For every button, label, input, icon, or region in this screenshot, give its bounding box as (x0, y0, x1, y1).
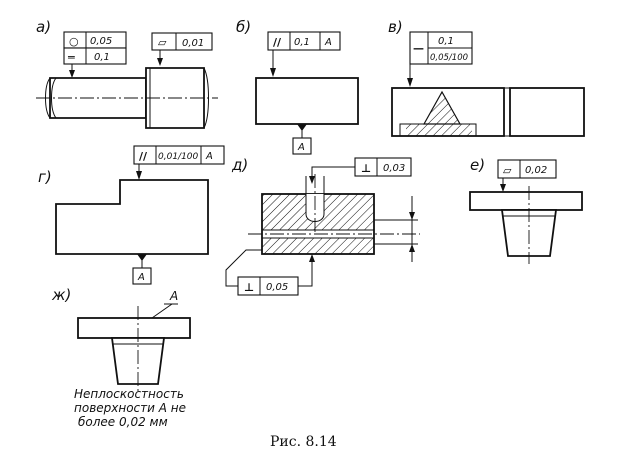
perpendicularity-symbol-bottom: ⊥ (244, 281, 254, 294)
straightness-value-per-length-v: 0,05/100 (430, 53, 468, 63)
flatness-value-e: 0,02 (525, 165, 547, 176)
perpendicularity-value-top: 0,03 (383, 163, 405, 174)
view-a: а) ○ 0,05 ═ 0,1 ⏥ 0,01 (36, 18, 218, 129)
view-e: е) ⏥ 0,02 (469, 156, 583, 264)
profile-symbol: ═ (67, 51, 75, 64)
tolerance-frame-flatness-e: ⏥ 0,02 (497, 159, 557, 179)
straightness-value-v: 0,1 (438, 36, 454, 47)
datum-box-g (132, 267, 152, 285)
view-b: б) // 0,1 A A (236, 18, 359, 155)
parallelism-symbol-b: // (273, 36, 282, 49)
straightness-symbol-v: — (413, 42, 424, 55)
cylindricity-value: 0,01 (182, 38, 204, 49)
tolerance-frame-cylindricity: ⏥ 0,01 (151, 32, 213, 51)
flatness-symbol-e: ⏥ (503, 164, 512, 177)
tolerance-frame-parallelism-g: // 0,01/100 A (133, 145, 225, 165)
view-zh-label: ж) (51, 286, 71, 304)
datum-label-b: A (297, 142, 305, 153)
part-g (55, 179, 209, 255)
tolerance-frame-roundness: ○ 0,05 (63, 31, 127, 49)
part-b (255, 77, 359, 125)
roundness-symbol: ○ (69, 35, 79, 48)
view-v: в) — 0,1 0,05/100 (388, 18, 585, 137)
view-d-label: д) (231, 156, 248, 174)
view-zh: ж) A Неплоскостность поверхности А не бо… (51, 286, 191, 429)
view-g-label: г) (38, 168, 52, 186)
tolerance-frame-profile: ═ 0,1 (63, 47, 127, 65)
figure-caption: Рис. 8.14 (270, 434, 337, 450)
perpendicularity-value-bottom: 0,05 (266, 282, 288, 293)
view-d: д) ⊥ 0,03 ⊥ 0,05 (225, 156, 420, 296)
tolerance-frame-parallelism-b: // 0,1 A (267, 31, 341, 51)
cylindricity-symbol: ⏥ (158, 36, 167, 49)
view-b-label: б) (236, 18, 251, 36)
part-v-right (509, 87, 585, 137)
profile-value: 0,1 (94, 52, 110, 63)
datum-label-g: A (137, 272, 145, 283)
view-g: г) // 0,01/100 A A (38, 145, 225, 285)
tolerance-frame-straightness-v: — 0,1 0,05/100 (409, 31, 473, 65)
tolerance-frame-perpendicularity-top: ⊥ 0,03 (354, 157, 412, 177)
parallelism-datum-g: A (205, 151, 213, 162)
view-v-label: в) (388, 18, 403, 36)
tolerance-frame-perpendicularity-bottom: ⊥ 0,05 (237, 276, 299, 296)
parallelism-value-g: 0,01/100 (158, 152, 199, 162)
datum-box-b (292, 137, 312, 155)
note-line-2: поверхности А не (74, 401, 186, 415)
parallelism-value-b: 0,1 (294, 37, 310, 48)
plate-zh (77, 317, 191, 339)
view-e-label: е) (470, 156, 485, 174)
surface-label-a: A (169, 289, 178, 303)
note-line-3: более 0,02 мм (78, 415, 168, 429)
perpendicularity-symbol-top: ⊥ (361, 162, 371, 175)
plate-e (469, 191, 583, 211)
parallelism-datum-b: A (324, 37, 332, 48)
note-line-1: Неплоскостность (74, 387, 184, 401)
view-a-label: а) (36, 18, 51, 36)
parallelism-symbol-g: // (139, 150, 148, 163)
roundness-value: 0,05 (90, 36, 112, 47)
